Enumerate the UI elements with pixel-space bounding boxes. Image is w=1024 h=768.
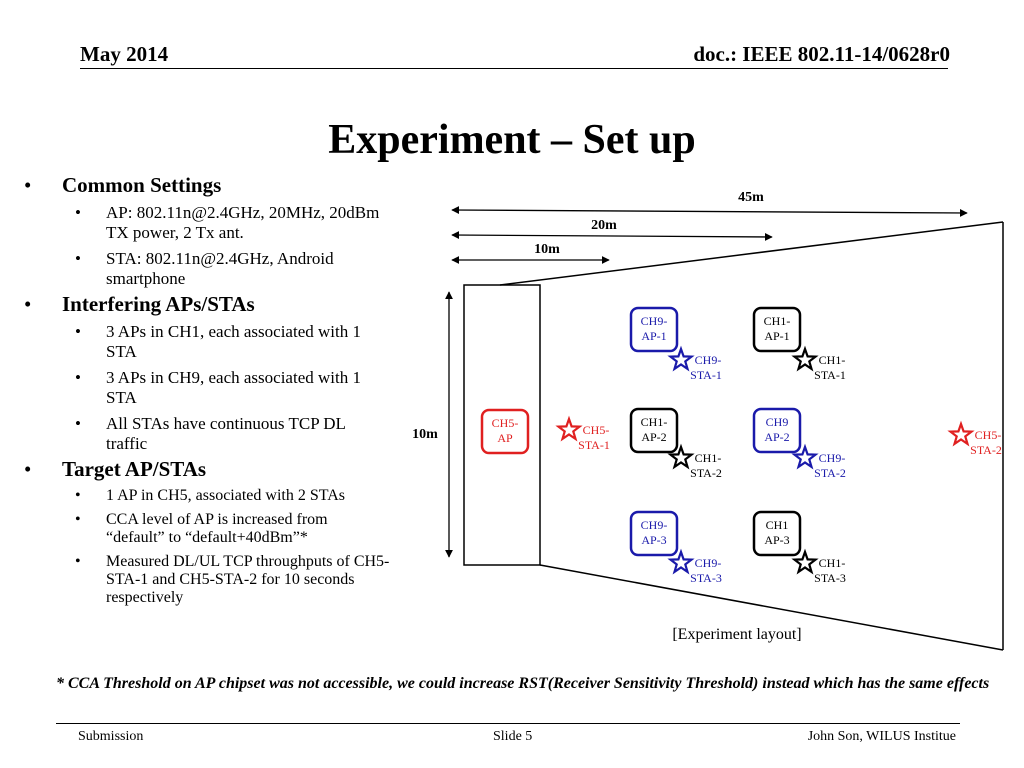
ch9-sta-2-label: STA-2	[814, 466, 846, 480]
ch1-ap-3-label: CH1	[766, 518, 789, 532]
room-top-edge	[499, 221, 1004, 286]
bullet-item: 1 AP in CH5, associated with 2 STAs	[20, 487, 390, 505]
bullet-item: Measured DL/UL TCP throughputs of CH5-ST…	[20, 553, 390, 607]
ch9-ap-1-label: CH9-	[641, 314, 668, 328]
ch9-sta-3-node: CH9-STA-3	[667, 548, 722, 585]
header-doc-id: doc.: IEEE 802.11-14/0628r0	[693, 42, 950, 66]
ch9-sta-1-label: CH9-	[695, 353, 722, 367]
ch1-sta-2-label: STA-2	[690, 466, 722, 480]
label-20m: 20m	[591, 218, 617, 233]
bullet-list: Common Settings AP: 802.11n@2.4GHz, 20MH…	[20, 170, 390, 664]
ch9-sta-1-star-icon	[667, 345, 695, 372]
bullet-heading-common-settings: Common Settings	[20, 174, 390, 198]
ch9-ap-1-box	[629, 306, 679, 353]
ch1-sta-3-label: CH1-	[819, 556, 846, 570]
ch9-ap-2-box	[752, 407, 802, 454]
ch1-ap-1-label: AP-1	[764, 329, 789, 343]
footer-rule	[56, 723, 960, 724]
ch1-sta-3-label: STA-3	[814, 571, 846, 585]
footer-submission: Submission	[78, 729, 144, 744]
bullet-item: CCA level of AP is increased from “defau…	[20, 511, 390, 547]
ch9-ap-2-label: AP-2	[764, 430, 789, 444]
diagram-caption: [Experiment layout]	[672, 626, 801, 643]
ch5-ap-label: CH5-	[492, 416, 519, 430]
bullet-item: 3 APs in CH9, each associated with 1 STA	[20, 368, 390, 408]
bullet-item: AP: 802.11n@2.4GHz, 20MHz, 20dBm TX powe…	[20, 203, 390, 243]
ch9-sta-2-node: CH9-STA-2	[791, 443, 846, 480]
label-45m: 45m	[738, 190, 764, 205]
ch1-ap-3-box	[752, 510, 802, 557]
ch9-ap-1-node: CH9-AP-1	[629, 306, 679, 353]
arrow-20m	[451, 231, 773, 241]
network-nodes: CH5-APCH9-AP-1CH1-AP-1CH1-AP-2CH9AP-2CH9…	[480, 306, 1002, 585]
ch1-sta-3-star-icon	[791, 548, 819, 575]
ch9-sta-2-star-icon	[791, 443, 819, 470]
bullet-item: All STAs have continuous TCP DL traffic	[20, 414, 390, 454]
ch1-ap-3-label: AP-3	[764, 533, 789, 547]
ch9-ap-3-label: AP-3	[641, 533, 666, 547]
ch5-sta-1-node: CH5-STA-1	[555, 415, 610, 452]
bullet-item: STA: 802.11n@2.4GHz, Android smartphone	[20, 249, 390, 289]
ch5-sta-2-label: CH5-	[975, 428, 1002, 442]
ch1-sta-2-star-icon	[667, 443, 695, 470]
ch9-ap-1-label: AP-1	[641, 329, 666, 343]
room-bottom-edge	[539, 564, 1004, 651]
ch5-sta-1-label: CH5-	[583, 423, 610, 437]
bullet-heading-target: Target AP/STAs	[20, 458, 390, 482]
ch1-ap-1-label: CH1-	[764, 314, 791, 328]
ch9-sta-1-node: CH9-STA-1	[667, 345, 722, 382]
ch5-sta-2-star-icon	[947, 420, 975, 447]
ch1-ap-2-label: AP-2	[641, 430, 666, 444]
ch9-sta-3-star-icon	[667, 548, 695, 575]
ch1-ap-2-node: CH1-AP-2	[629, 407, 679, 454]
ch9-ap-3-box	[629, 510, 679, 557]
ch9-ap-3-label: CH9-	[641, 518, 668, 532]
footer-author: John Son, WILUS Institue	[807, 729, 956, 744]
ch9-sta-3-label: STA-3	[690, 571, 722, 585]
ch1-ap-2-label: CH1-	[641, 415, 668, 429]
ch5-sta-2-label: STA-2	[970, 443, 1002, 457]
ch9-sta-1-label: STA-1	[690, 368, 722, 382]
label-10m-vertical: 10m	[412, 427, 438, 442]
ch9-ap-3-node: CH9-AP-3	[629, 510, 679, 557]
bullet-item: 3 APs in CH1, each associated with 1 STA	[20, 322, 390, 362]
footnote: * CCA Threshold on AP chipset was not ac…	[56, 675, 990, 692]
ch5-sta-2-node: CH5-STA-2	[947, 420, 1002, 457]
ch5-sta-1-label: STA-1	[578, 438, 610, 452]
ch1-ap-1-box	[752, 306, 802, 353]
ch1-ap-2-box	[629, 407, 679, 454]
arrow-45m	[451, 206, 968, 217]
header-date: May 2014	[80, 42, 169, 66]
ch1-sta-3-node: CH1-STA-3	[791, 548, 846, 585]
ch9-ap-2-label: CH9	[766, 415, 789, 429]
ch1-sta-2-node: CH1-STA-2	[667, 443, 722, 480]
ch1-sta-1-node: CH1-STA-1	[791, 345, 846, 382]
ch5-ap-label: AP	[497, 431, 513, 445]
ch1-sta-2-label: CH1-	[695, 451, 722, 465]
ch1-sta-1-label: CH1-	[819, 353, 846, 367]
footer-slide-number: Slide 5	[493, 729, 533, 744]
bullet-heading-interfering: Interfering APs/STAs	[20, 293, 390, 317]
ch1-ap-1-node: CH1-AP-1	[752, 306, 802, 353]
ch5-ap-box	[480, 408, 530, 455]
ch1-sta-1-label: STA-1	[814, 368, 846, 382]
slide-title: Experiment – Set up	[328, 117, 696, 163]
ch1-sta-1-star-icon	[791, 345, 819, 372]
ch9-sta-2-label: CH9-	[819, 451, 846, 465]
ch5-ap-node: CH5-AP	[480, 408, 530, 455]
ch9-sta-3-label: CH9-	[695, 556, 722, 570]
label-10m-horizontal: 10m	[534, 242, 560, 257]
header-rule	[80, 68, 948, 69]
ch5-sta-1-star-icon	[555, 415, 583, 442]
